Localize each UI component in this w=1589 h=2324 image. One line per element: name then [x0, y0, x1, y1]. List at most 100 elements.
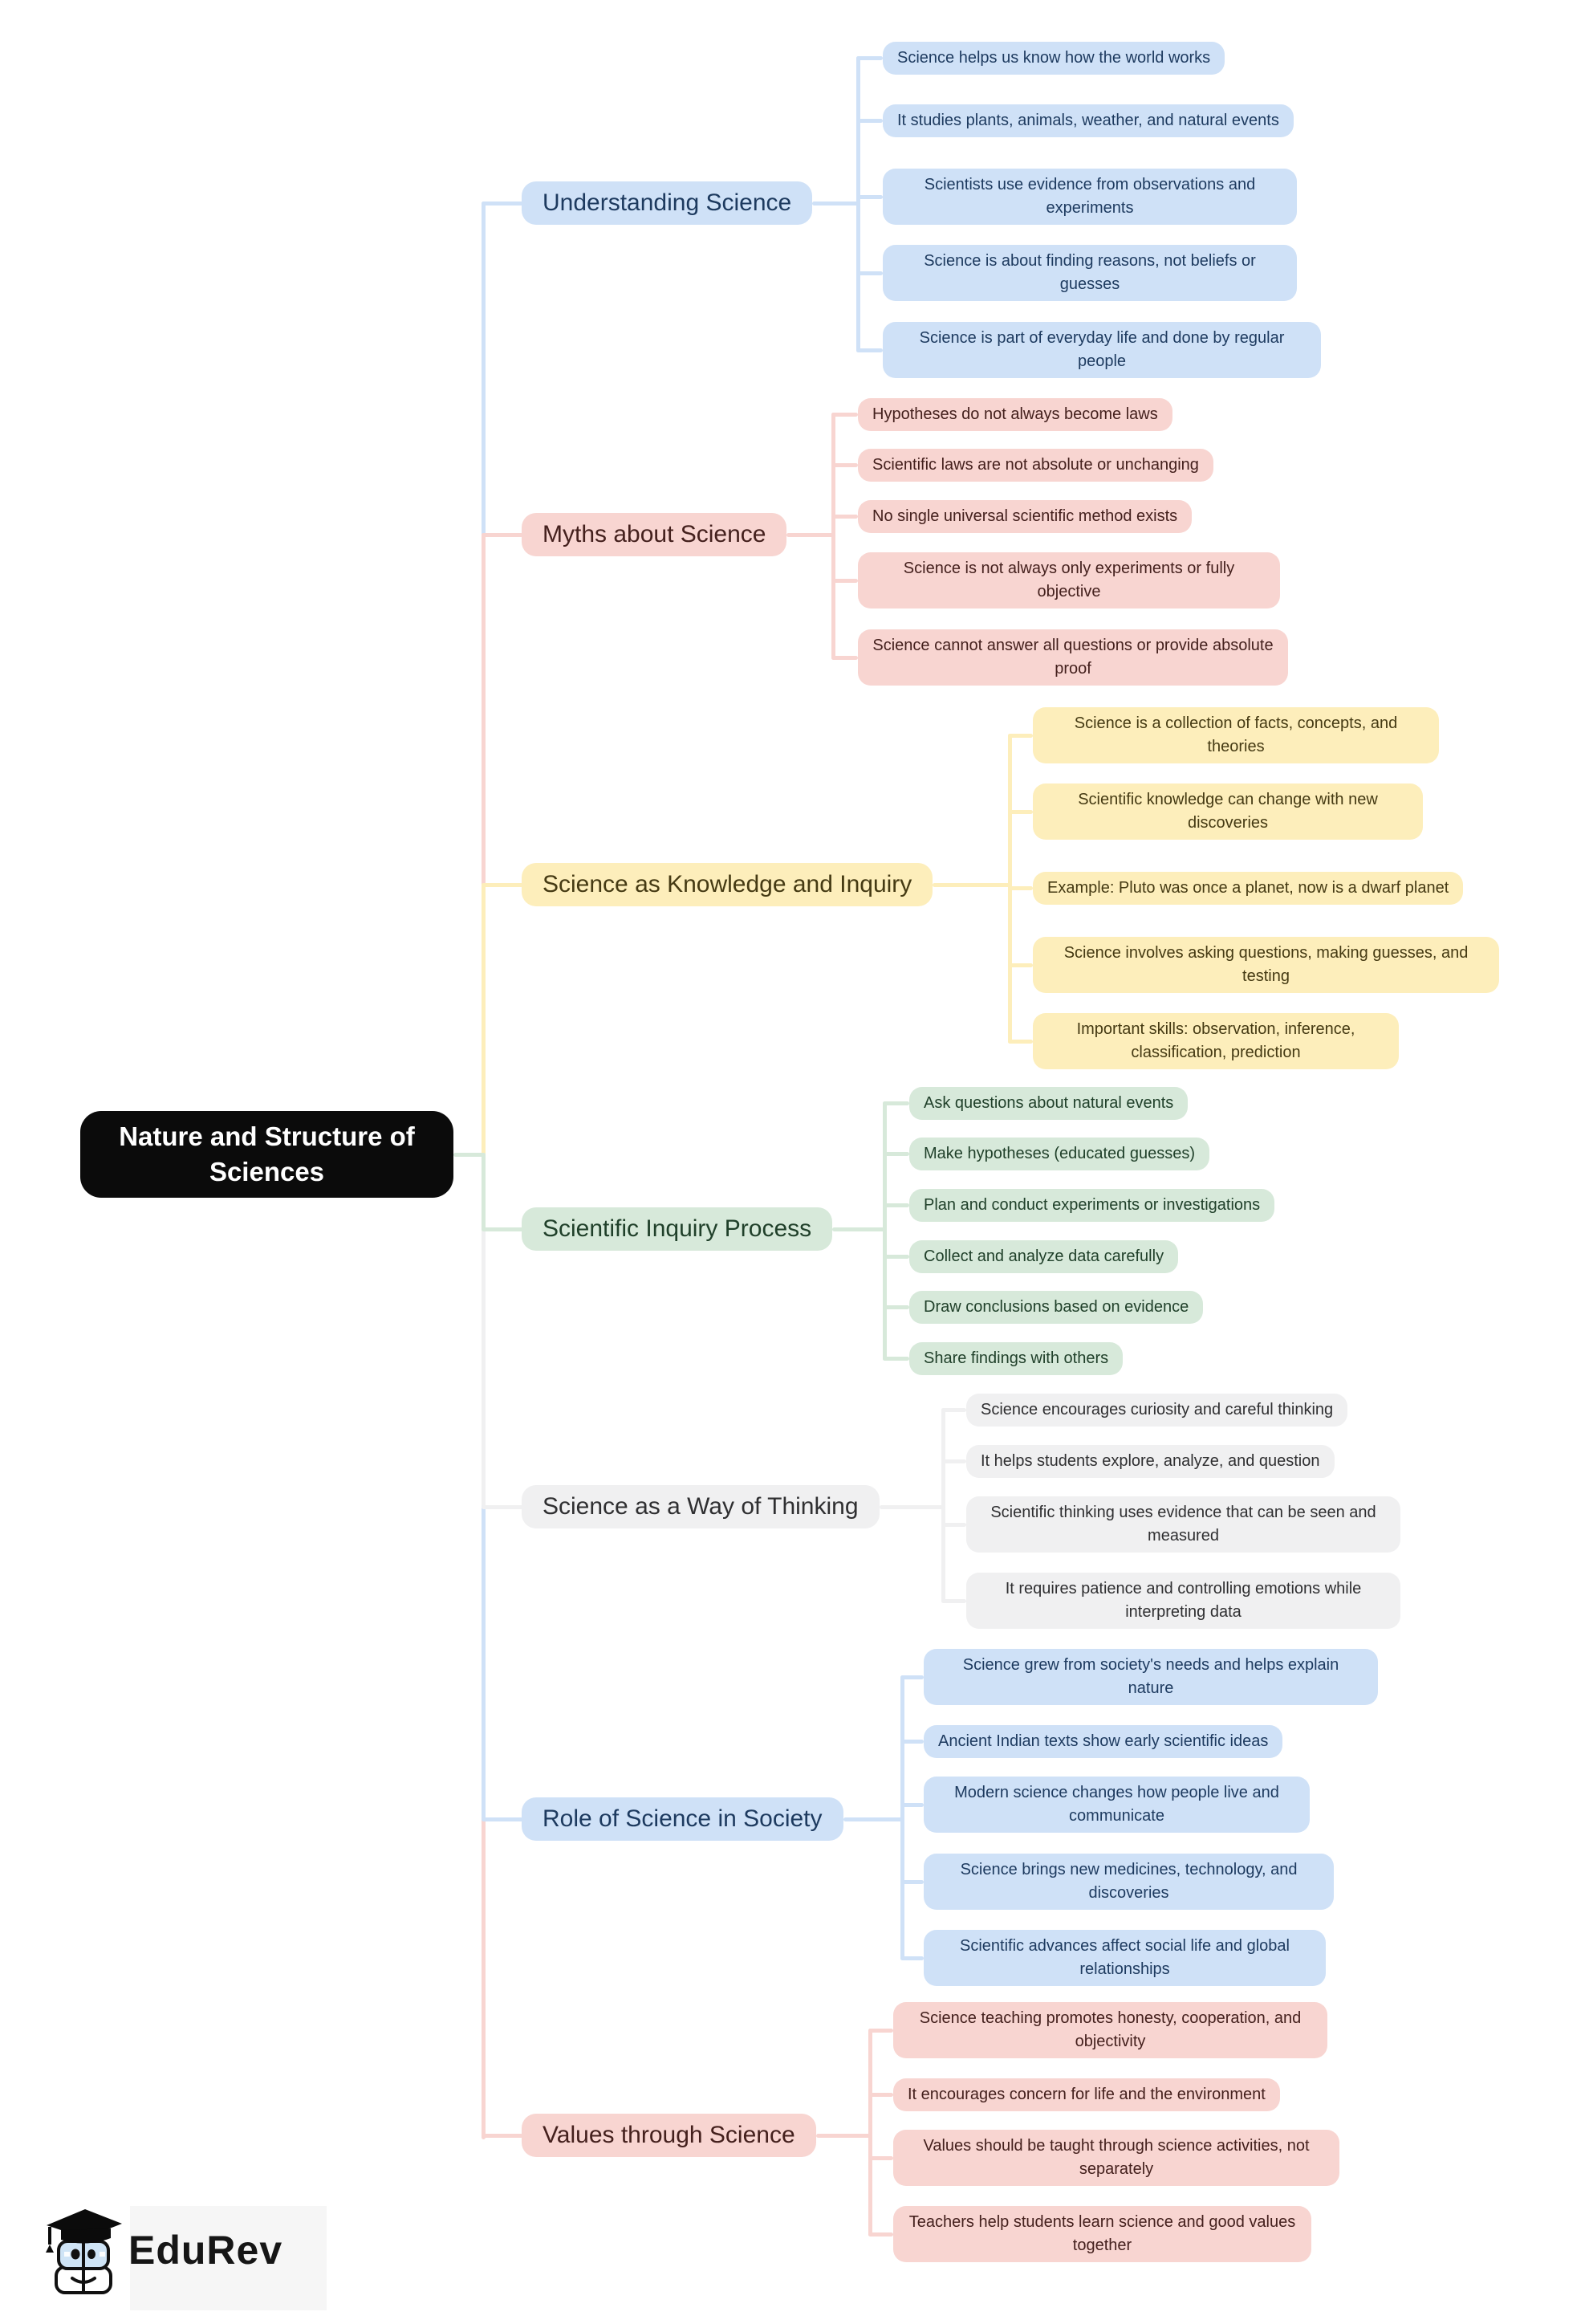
child-connector — [941, 1523, 966, 1527]
branch-connector — [482, 1817, 523, 1821]
child-connector — [868, 2093, 893, 2097]
logo-background-patch — [130, 2206, 327, 2310]
spine-connector — [482, 1229, 486, 1509]
child-connector — [883, 1357, 909, 1361]
child-node: It encourages concern for life and the e… — [893, 2078, 1280, 2111]
child-connector — [831, 515, 858, 519]
child-node: Share findings with others — [909, 1341, 1124, 1375]
spine-connector — [482, 1817, 486, 2139]
child-connector — [883, 1255, 909, 1259]
child-trunk-connector — [868, 2029, 872, 2236]
title-trunk-connector — [832, 1227, 887, 1231]
child-node: Make hypotheses (educated guesses) — [909, 1137, 1209, 1170]
title-trunk-connector — [812, 201, 860, 206]
child-node: Science is about finding reasons, not be… — [883, 245, 1297, 301]
graduation-cap-books-icon — [46, 2209, 122, 2294]
child-connector — [831, 656, 858, 660]
spine-connector — [482, 1505, 486, 1821]
child-node: Science cannot answer all questions or p… — [858, 629, 1288, 686]
spine-connector — [482, 201, 486, 537]
child-connector — [883, 1203, 909, 1207]
child-node: It helps students explore, analyze, and … — [966, 1444, 1335, 1478]
child-node: Scientific thinking uses evidence that c… — [966, 1496, 1400, 1553]
child-node: Collect and analyze data carefully — [909, 1239, 1179, 1273]
child-connector — [941, 1599, 966, 1603]
title-trunk-connector — [880, 1505, 945, 1509]
child-node: It requires patience and controlling emo… — [966, 1573, 1400, 1629]
child-connector — [900, 1803, 924, 1807]
branch-title-scientific-inquiry-process: Scientific Inquiry Process — [522, 1207, 833, 1251]
child-node: Scientific advances affect social life a… — [924, 1930, 1326, 1986]
title-trunk-connector — [786, 533, 835, 537]
child-node: Draw conclusions based on evidence — [909, 1290, 1204, 1324]
child-connector — [1008, 1040, 1033, 1044]
branch-title-science-as-knowledge-and-inquiry: Science as Knowledge and Inquiry — [522, 863, 933, 906]
child-connector — [900, 1880, 924, 1884]
child-node: It studies plants, animals, weather, and… — [883, 104, 1294, 137]
child-connector — [900, 1956, 924, 1960]
child-connector — [883, 1305, 909, 1309]
child-connector — [856, 195, 883, 199]
edurev-brand-text[interactable]: EduRev — [128, 2228, 283, 2273]
branch-connector — [482, 201, 523, 206]
child-node: Scientific knowledge can change with new… — [1033, 783, 1423, 840]
child-node: No single universal scientific method ex… — [858, 499, 1193, 533]
child-node: Values should be taught through science … — [893, 2130, 1339, 2186]
child-node: Scientists use evidence from observation… — [883, 169, 1297, 225]
child-connector — [883, 1152, 909, 1156]
branch-title-myths-about-science: Myths about Science — [522, 513, 787, 556]
child-node: Science grew from society's needs and he… — [924, 1649, 1378, 1705]
root-connector — [453, 1153, 486, 1157]
child-node: Ask questions about natural events — [909, 1086, 1189, 1120]
child-connector — [941, 1459, 966, 1463]
child-node: Teachers help students learn science and… — [893, 2206, 1311, 2262]
child-connector — [868, 2232, 893, 2236]
branch-connector — [482, 883, 523, 887]
branch-title-understanding-science: Understanding Science — [522, 181, 813, 225]
branch-title-role-of-science-in-society: Role of Science in Society — [522, 1797, 843, 1841]
spine-connector — [482, 1153, 486, 1233]
child-node: Plan and conduct experiments or investig… — [909, 1188, 1275, 1222]
title-trunk-connector — [843, 1817, 904, 1821]
title-trunk-connector — [816, 2134, 872, 2138]
child-node: Science helps us know how the world work… — [883, 41, 1225, 75]
child-node: Science teaching promotes honesty, coope… — [893, 2002, 1327, 2058]
child-node: Example: Pluto was once a planet, now is… — [1033, 871, 1464, 905]
child-connector — [1008, 810, 1033, 814]
child-node: Ancient Indian texts show early scientif… — [924, 1724, 1283, 1758]
child-connector — [1008, 963, 1033, 967]
spine-connector — [482, 883, 486, 1157]
child-connector — [868, 2029, 893, 2033]
child-node: Important skills: observation, inference… — [1033, 1013, 1399, 1069]
child-connector — [883, 1101, 909, 1105]
child-connector — [1008, 886, 1033, 890]
child-node: Science is part of everyday life and don… — [883, 322, 1321, 378]
branch-title-values-through-science: Values through Science — [522, 2114, 816, 2157]
child-connector — [856, 271, 883, 275]
child-node: Modern science changes how people live a… — [924, 1777, 1310, 1833]
branch-connector — [482, 1227, 523, 1231]
branch-connector — [482, 533, 523, 537]
child-connector — [900, 1740, 924, 1744]
child-connector — [856, 56, 883, 60]
child-node: Science is not always only experiments o… — [858, 552, 1280, 608]
child-node: Science involves asking questions, makin… — [1033, 937, 1499, 993]
child-connector — [856, 119, 883, 123]
child-connector — [900, 1675, 924, 1679]
branch-title-science-as-a-way-of-thinking: Science as a Way of Thinking — [522, 1485, 880, 1528]
child-node: Science encourages curiosity and careful… — [966, 1393, 1348, 1427]
child-connector — [856, 348, 883, 352]
branch-connector — [482, 1505, 523, 1509]
root-node: Nature and Structure of Sciences — [80, 1111, 453, 1198]
child-node: Science is a collection of facts, concep… — [1033, 707, 1439, 763]
title-trunk-connector — [933, 883, 1012, 887]
edurev-mascot-icon[interactable] — [40, 2201, 127, 2306]
root-node-label: Nature and Structure of Sciences — [119, 1121, 415, 1186]
child-node: Science brings new medicines, technology… — [924, 1854, 1334, 1910]
child-connector — [941, 1408, 966, 1412]
child-connector — [831, 413, 858, 417]
child-node: Scientific laws are not absolute or unch… — [858, 448, 1213, 482]
branch-connector — [482, 2134, 523, 2138]
child-connector — [1008, 734, 1033, 738]
